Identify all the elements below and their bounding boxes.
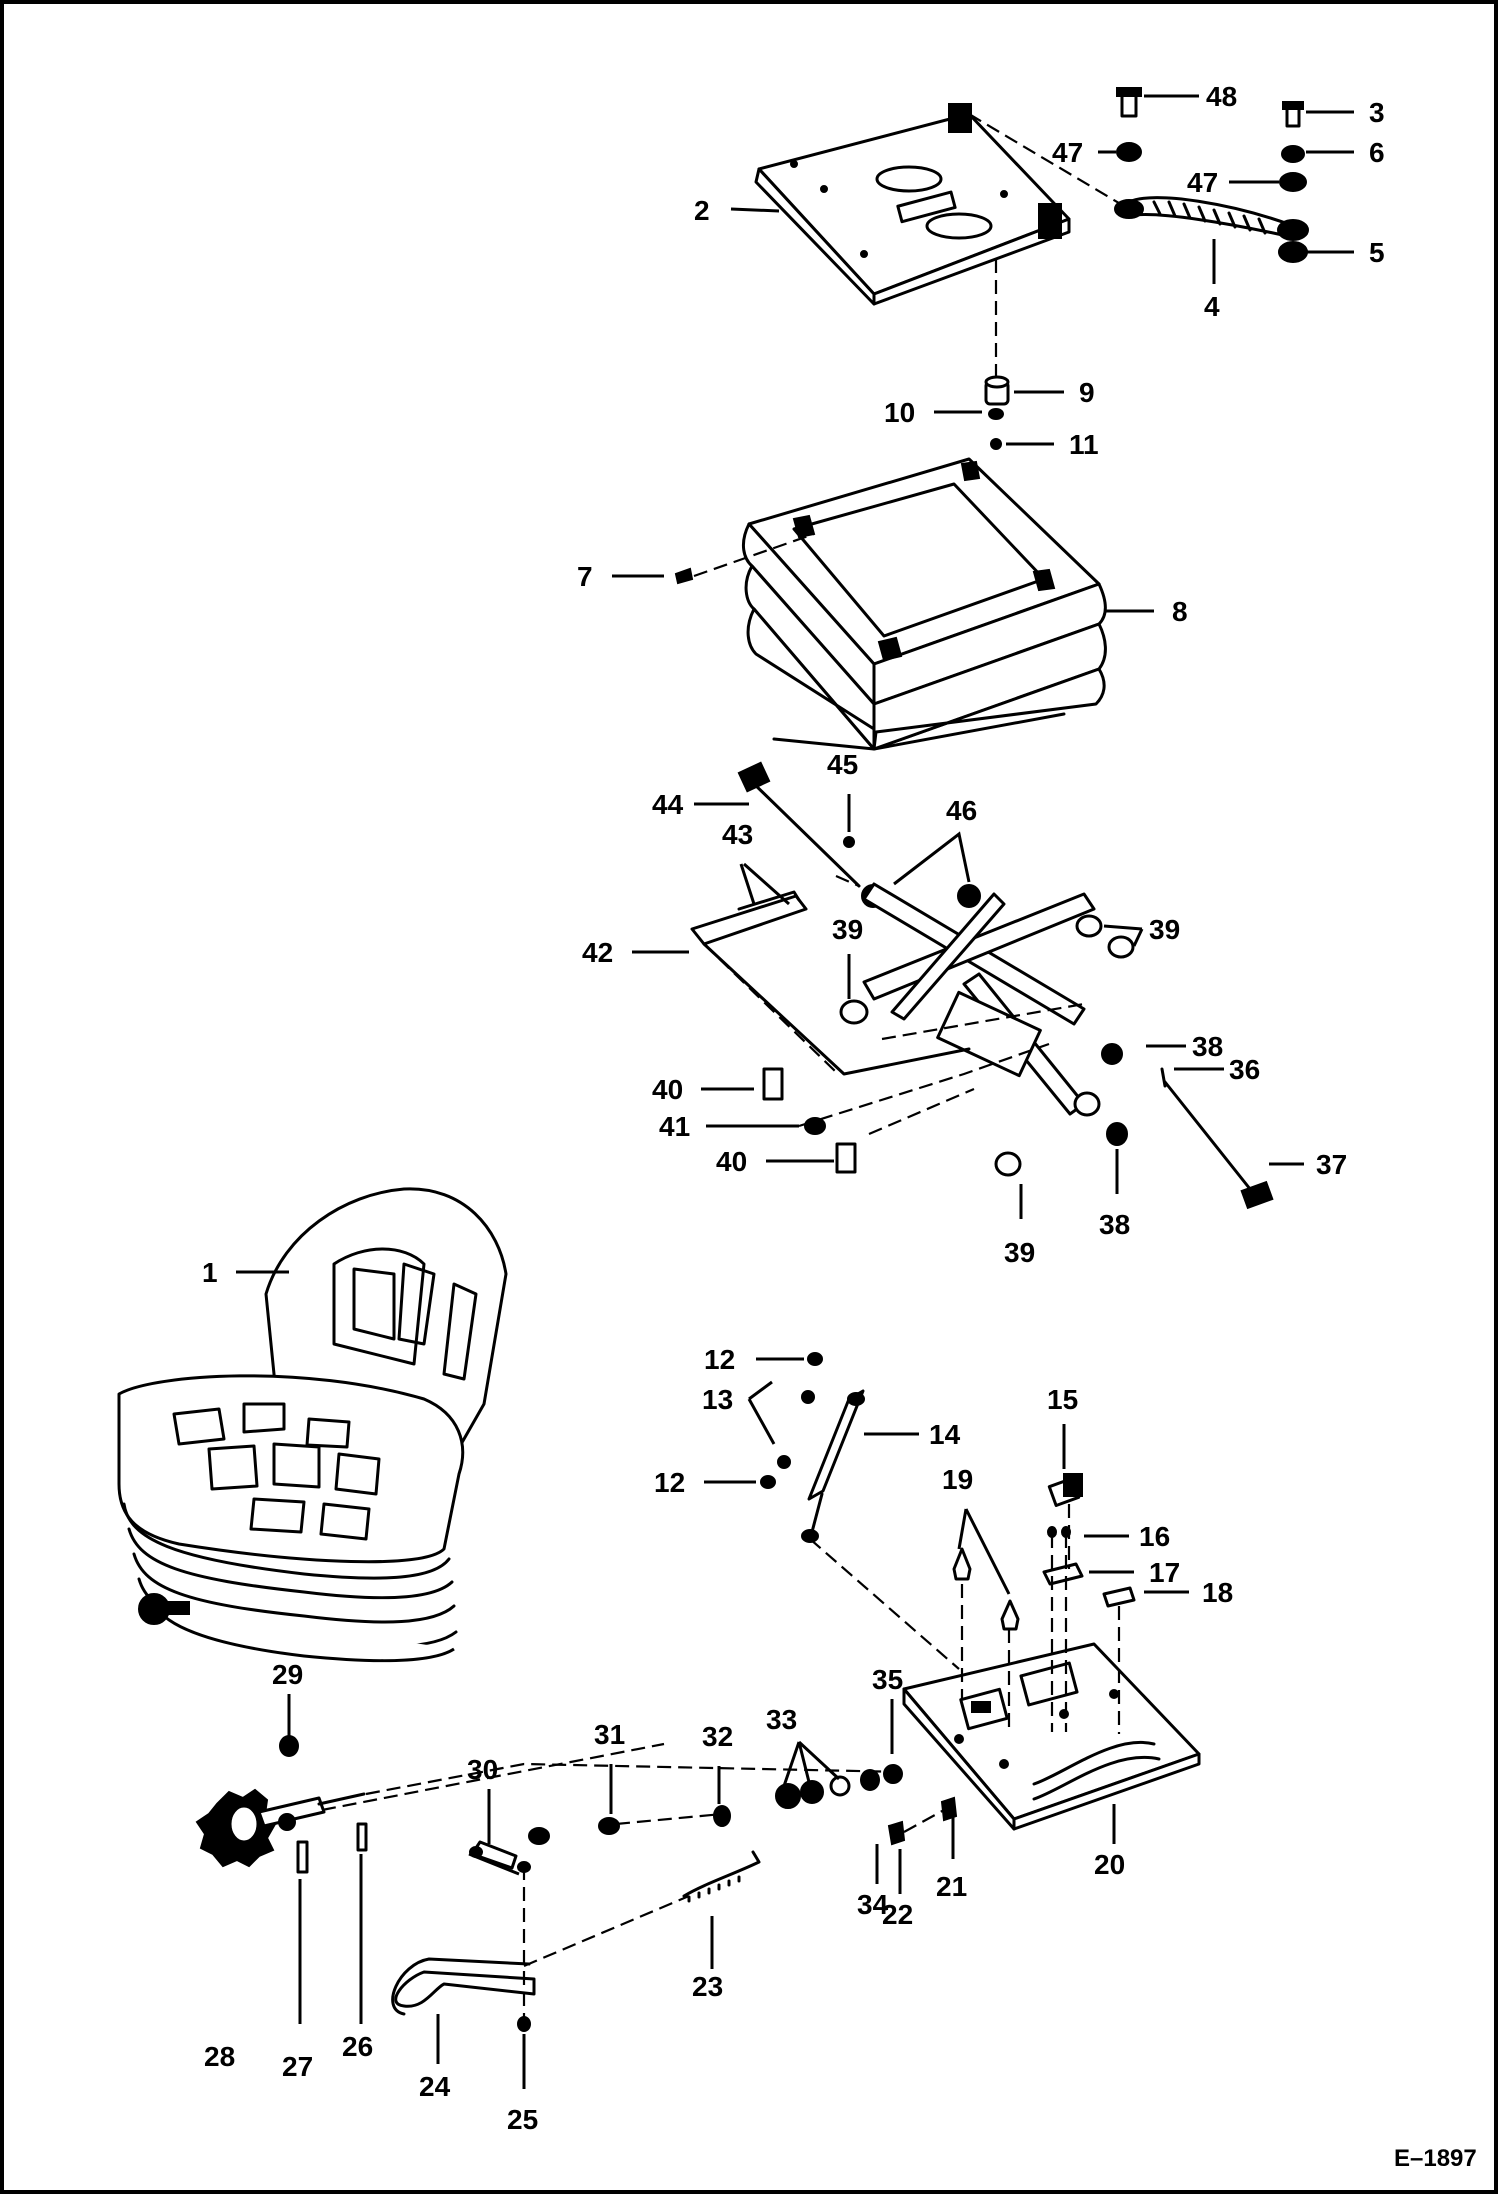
control-linkage (391, 1764, 958, 2032)
callout-31: 31 (594, 1719, 625, 1750)
callout-22: 22 (882, 1899, 913, 1930)
callout-47: 47 (1187, 167, 1218, 198)
callout-42: 42 (582, 937, 613, 968)
callout-44: 44 (652, 789, 684, 820)
callout-45: 45 (827, 749, 858, 780)
callout-28: 28 (204, 2041, 235, 2072)
callout-12: 12 (654, 1467, 685, 1498)
callout-25: 25 (507, 2104, 538, 2135)
callout-36: 36 (1229, 1054, 1260, 1085)
callout-4: 4 (1204, 291, 1220, 322)
scissor-mechanism (690, 761, 1274, 1210)
suspension-bellows (741, 457, 1107, 751)
seat-assembly (117, 1187, 508, 1663)
callout-30: 30 (467, 1754, 498, 1785)
top-right-hardware (1114, 87, 1309, 263)
callout-39: 39 (1004, 1237, 1035, 1268)
gas-spring (760, 1352, 865, 1543)
callout-5: 5 (1369, 237, 1385, 268)
callout-34: 34 (857, 1889, 889, 1920)
callout-26: 26 (342, 2031, 373, 2062)
callout-46: 46 (946, 795, 977, 826)
seat-top-plate (754, 103, 1071, 306)
callout-3: 3 (1369, 97, 1385, 128)
leader-lines (236, 94, 1354, 2089)
height-adjust-knob (195, 1735, 368, 1874)
screw-7 (674, 567, 694, 585)
callout-40: 40 (652, 1074, 683, 1105)
callout-19: 19 (942, 1464, 973, 1495)
callout-17: 17 (1149, 1557, 1180, 1588)
callout-8: 8 (1172, 596, 1188, 627)
callout-29: 29 (272, 1659, 303, 1690)
base-hardware (952, 1473, 1136, 1631)
callout-1: 1 (202, 1257, 218, 1288)
callout-18: 18 (1202, 1577, 1233, 1608)
callout-41: 41 (659, 1111, 690, 1142)
callout-24: 24 (419, 2071, 451, 2102)
callout-27: 27 (282, 2051, 313, 2082)
callout-16: 16 (1139, 1521, 1170, 1552)
callout-10: 10 (884, 397, 915, 428)
callout-47: 47 (1052, 137, 1083, 168)
exploded-seat-diagram: 48 3 47 6 47 2 5 4 9 10 11 7 8 45 44 46 … (117, 81, 1477, 2172)
callout-11: 11 (1069, 429, 1099, 460)
callout-32: 32 (702, 1721, 733, 1752)
callout-14: 14 (929, 1419, 961, 1450)
callout-21: 21 (936, 1871, 967, 1902)
callout-39: 39 (1149, 914, 1180, 945)
callout-38: 38 (1099, 1209, 1130, 1240)
callout-37: 37 (1316, 1149, 1347, 1180)
callout-12: 12 (704, 1344, 735, 1375)
figure-id: E–1897 (1394, 2145, 1477, 2172)
callout-23: 23 (692, 1971, 723, 2002)
callout-13: 13 (702, 1384, 733, 1415)
callout-48: 48 (1206, 81, 1237, 112)
callout-40: 40 (716, 1146, 747, 1177)
callout-2: 2 (694, 195, 710, 226)
assembly-lines (321, 113, 1130, 2019)
callout-labels: 48 3 47 6 47 2 5 4 9 10 11 7 8 45 44 46 … (202, 81, 1477, 2172)
callout-9: 9 (1079, 377, 1095, 408)
callout-38: 38 (1192, 1031, 1223, 1062)
callout-33: 33 (766, 1704, 797, 1735)
callout-7: 7 (577, 561, 593, 592)
bushing-stack (984, 375, 1010, 450)
callout-43: 43 (722, 819, 753, 850)
callout-35: 35 (872, 1664, 903, 1695)
callout-39: 39 (832, 914, 863, 945)
callout-6: 6 (1369, 137, 1385, 168)
callout-15: 15 (1047, 1384, 1078, 1415)
callout-20: 20 (1094, 1849, 1125, 1880)
